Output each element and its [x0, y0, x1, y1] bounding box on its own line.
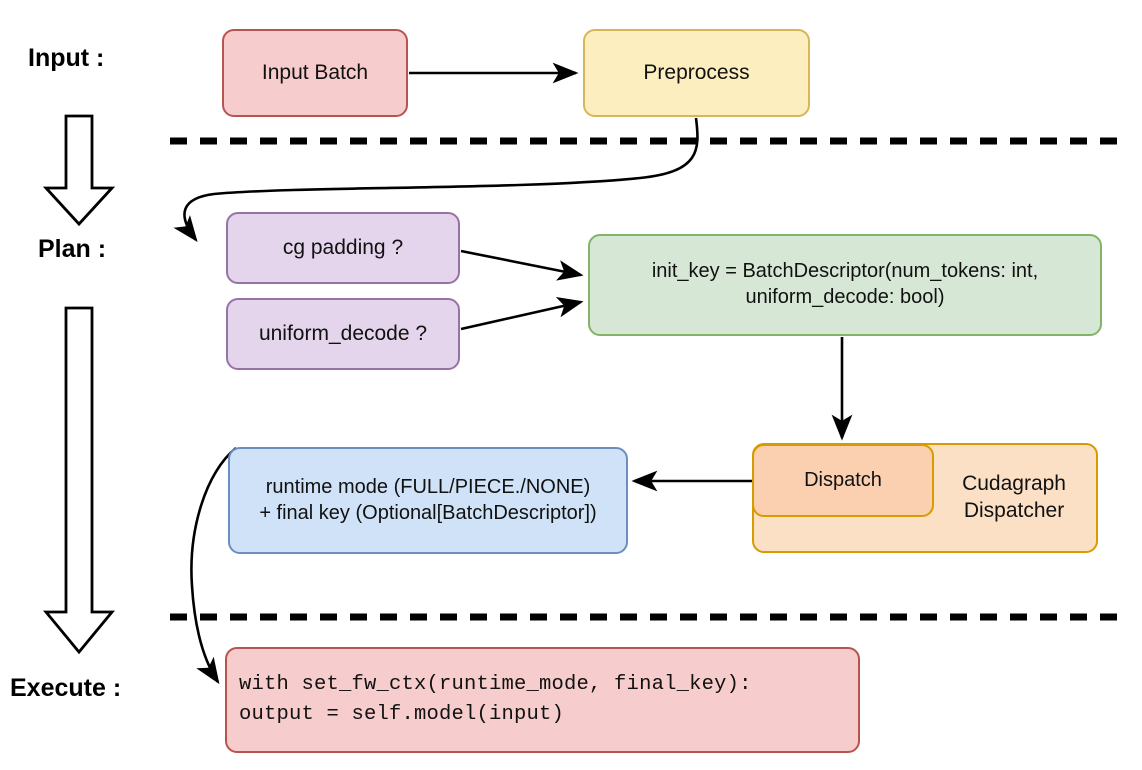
node-input-batch[interactable]: Input Batch: [222, 29, 408, 117]
node-init-key[interactable]: init_key = BatchDescriptor(num_tokens: i…: [588, 234, 1102, 336]
stage-label-execute: Execute :: [10, 674, 122, 702]
node-dispatch[interactable]: Dispatch: [752, 444, 934, 517]
big-arrow-plan-to-execute: [43, 306, 115, 655]
node-uniform-decode[interactable]: uniform_decode ?: [226, 298, 460, 370]
node-execute-code[interactable]: with set_fw_ctx(runtime_mode, final_key)…: [225, 647, 860, 753]
connector-cg-padding-to-init-key: [460, 249, 584, 281]
connector-preprocess-to-cg-padding: [173, 117, 699, 243]
node-preprocess[interactable]: Preprocess: [583, 29, 810, 117]
connector-uniform-decode-to-init-key: [460, 296, 584, 331]
node-runtime-mode[interactable]: runtime mode (FULL/PIECE./NONE) + final …: [228, 447, 628, 554]
stage-label-plan: Plan :: [38, 235, 107, 263]
connector-runtime-mode-to-execute-code: [190, 446, 237, 685]
stage-label-input: Input :: [28, 44, 105, 72]
big-arrow-input-to-plan: [42, 114, 116, 227]
node-cg-padding[interactable]: cg padding ?: [226, 212, 460, 284]
